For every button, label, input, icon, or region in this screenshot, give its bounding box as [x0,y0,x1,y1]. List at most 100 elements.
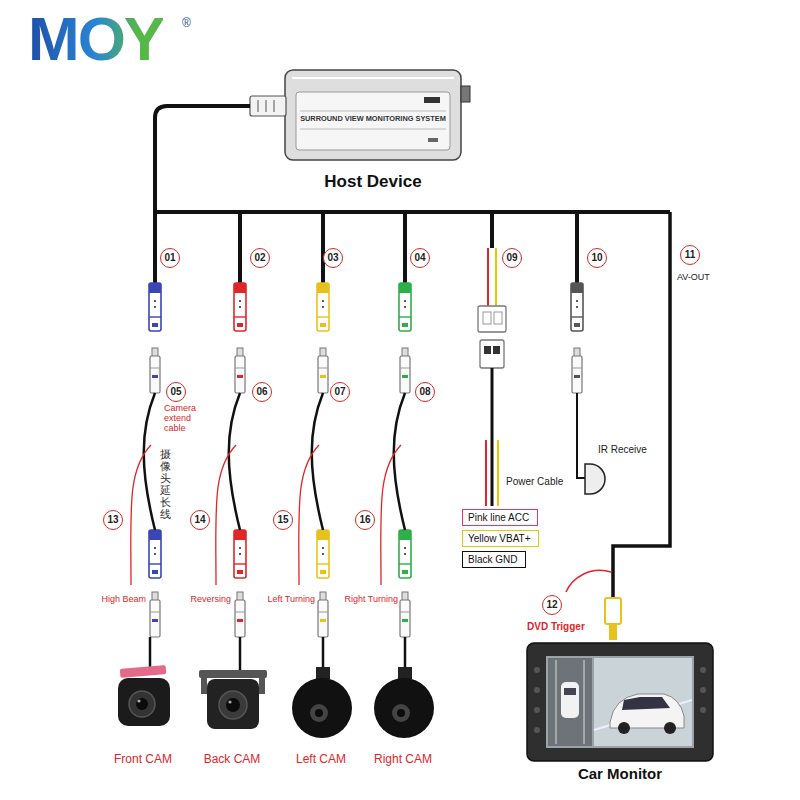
left-camera [292,667,352,738]
host-device-drawing [424,97,440,103]
host-device-drawing [300,111,446,112]
extension-cable [404,637,407,672]
camera-connector [150,348,160,393]
extension-cable [394,393,405,530]
trigger-wire [131,445,151,585]
left-camera [316,667,330,679]
cable-note: Camera extend cable [164,404,208,434]
device-heading: Host Device [324,172,421,192]
car-monitor-drawing [534,667,540,673]
camera-name: Left CAM [296,752,346,766]
camera-name: Front CAM [114,752,172,766]
registered-mark: ® [182,16,191,30]
power-harness [497,440,499,506]
camera-connector [318,592,328,637]
extension-cable [229,393,240,530]
host-device-drawing [292,77,454,79]
host-device-drawing [250,70,470,160]
car-monitor-drawing [534,707,540,713]
host-device-drawing [296,92,450,150]
car-monitor-drawing [700,707,706,713]
host-device-drawing [250,96,286,116]
extension-cable [149,637,152,668]
camera-connector [400,348,410,393]
power-harness [480,340,504,368]
wire-color-box: Pink line ACC [462,509,538,526]
car-monitor-drawing [556,660,557,744]
box-text: Pink line ACC [468,511,532,524]
brand-logo: MOY [28,8,163,70]
callout-number: 12 [542,595,562,615]
right-camera [392,704,410,722]
part-name: Power Cable [506,476,563,487]
front-camera [137,699,140,702]
trigger-name: Left Turning [267,594,315,604]
host-device-drawing [266,100,267,112]
back-camera [228,700,231,703]
harness-wire [155,106,670,598]
callout-number: 11 [680,245,700,265]
callout-number: 02 [250,248,270,268]
camera-connector [149,530,161,578]
back-camera [259,676,265,694]
harness-wire [613,212,670,598]
callout-number: 06 [252,382,272,402]
extension-cable [239,637,242,670]
trigger-wire [216,445,236,585]
box-text: Yellow VBAT+ [468,532,533,545]
car-monitor-drawing [584,660,585,744]
trigger-name: Reversing [190,594,231,604]
power-harness [495,248,497,306]
front-camera [118,678,170,726]
left-camera [315,709,323,717]
cable-note-cn: 摄像头延长线 [160,448,171,521]
back-camera [199,670,267,729]
ir-receiver [577,393,585,478]
host-device-drawing [300,129,446,130]
car-monitor-drawing [618,722,630,734]
car-monitor-drawing [564,688,576,695]
power-harness [478,248,506,506]
trigger-name: High Beam [101,594,146,604]
extension-cable [144,393,155,530]
car-monitor-drawing [700,667,706,673]
right-camera [374,667,434,738]
trigger-wire [299,445,319,585]
front-camera [120,665,167,678]
car-monitor-drawing [664,722,676,734]
camera-connector [235,592,245,637]
camera-connector [149,283,161,331]
harness-wire [575,212,579,283]
back-camera [199,670,267,678]
car-monitor-drawing [534,687,540,693]
extension-cable [144,393,405,672]
right-camera [374,678,434,738]
callout-number: 08 [415,382,435,402]
camera-connector [317,283,329,331]
camera-connector [399,530,411,578]
host-device-drawing [428,138,438,142]
host-device-drawing [285,70,461,160]
ir-receiver [577,393,605,494]
right-camera [398,667,412,679]
callout-number: 10 [587,248,607,268]
power-harness [491,368,494,506]
camera-connector [149,283,583,637]
car-monitor-drawing [561,682,579,718]
part-name: IR Receive [598,444,647,455]
power-harness [483,312,491,324]
front-camera [118,665,170,726]
camera-connector [234,283,246,331]
callout-number: 14 [190,510,210,530]
front-camera [136,698,148,710]
car-monitor-drawing [527,643,713,761]
car-monitor-drawing [546,656,694,748]
callout-number: 15 [273,510,293,530]
wire-color-box: Black GND [462,551,526,568]
trigger-wire [131,445,401,585]
callout-number: 04 [410,248,430,268]
power-harness [484,346,491,354]
camera-connector [317,530,329,578]
device-panel-text: SURROUND VIEW MONITORING SYSTEM [300,114,446,123]
